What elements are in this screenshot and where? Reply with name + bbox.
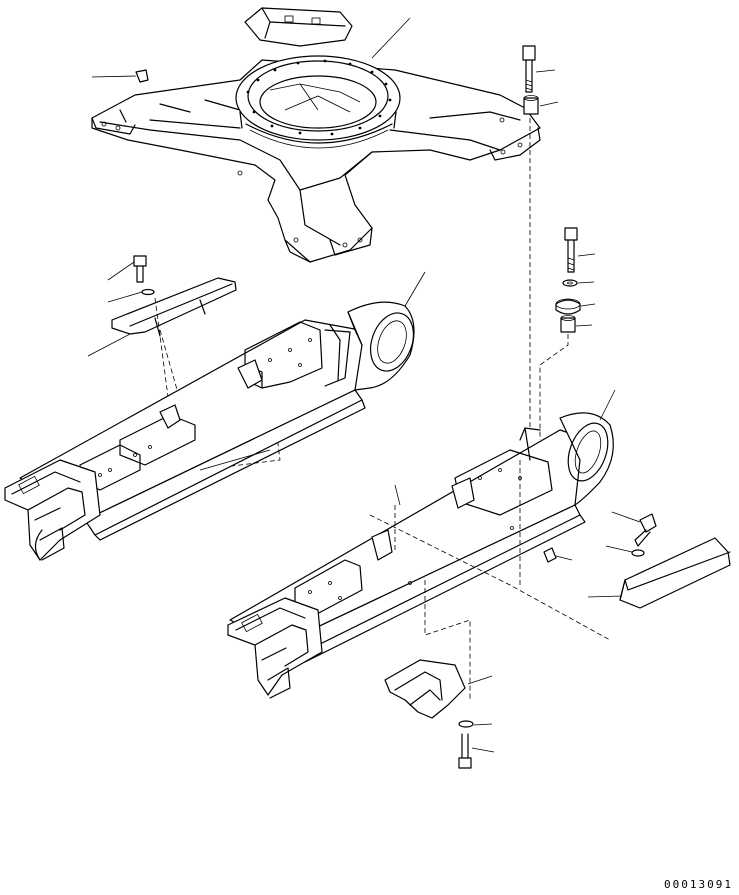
washer-left xyxy=(107,288,155,303)
washer-guard-right xyxy=(605,545,645,557)
spacer-mid-right xyxy=(560,315,593,333)
washer-lower xyxy=(458,720,493,728)
leader-swing-circle xyxy=(371,17,411,59)
track-frame-right xyxy=(227,389,616,699)
pad-holes xyxy=(101,117,523,248)
bolt-lower xyxy=(458,733,495,769)
spacer-top-right xyxy=(523,95,559,115)
bolt-top-right xyxy=(522,45,556,93)
cap-mid-right xyxy=(555,298,596,315)
nut-right xyxy=(543,547,573,563)
frame-right-holes xyxy=(308,468,522,600)
guard-bracket-lower xyxy=(384,659,493,719)
track-guard-right xyxy=(587,537,731,609)
plug-part xyxy=(91,69,149,83)
bolt-mid-right xyxy=(564,227,596,273)
drawing-id-label: 00013091 xyxy=(664,878,733,891)
bolt-guard-right xyxy=(611,511,657,547)
washer-mid-right xyxy=(562,279,595,287)
alignment-line-mid-right xyxy=(539,334,569,440)
bolt-left xyxy=(107,255,147,283)
alignment-lines-lower xyxy=(369,460,611,700)
ring-bolts xyxy=(246,59,392,136)
revolving-frame xyxy=(91,7,541,263)
track-frame-left xyxy=(4,271,426,561)
frame-left-holes xyxy=(98,338,312,477)
cover-plate-left xyxy=(87,277,237,357)
